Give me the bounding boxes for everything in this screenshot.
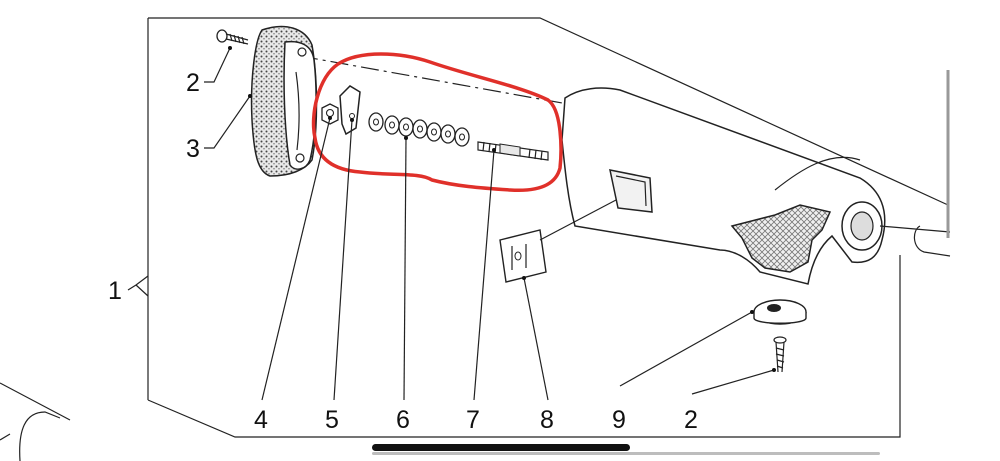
label-9: 9 xyxy=(612,406,626,434)
screw-bottom xyxy=(773,336,787,373)
grip-checkering xyxy=(730,204,832,273)
leader-8 xyxy=(523,277,549,401)
leader-2-bottom xyxy=(691,369,775,395)
label-2-bottom: 2 xyxy=(684,406,698,434)
recoil-pad-face xyxy=(283,40,317,170)
label-5: 5 xyxy=(325,406,339,434)
label-1: 1 xyxy=(108,277,122,305)
stock-body xyxy=(561,87,886,285)
assembly-axis-line xyxy=(299,55,591,109)
screw-top xyxy=(216,29,249,45)
leader-7 xyxy=(473,149,495,401)
home-indicator[interactable] xyxy=(372,444,630,451)
tube-extension xyxy=(879,225,951,257)
recoil-pad-slot xyxy=(295,71,300,151)
leader-6 xyxy=(403,137,407,401)
scroll-track xyxy=(372,452,880,455)
part-8-sling-plate xyxy=(499,229,547,283)
part-5-plate xyxy=(339,85,361,136)
pad-screw-hole-bottom xyxy=(295,153,305,163)
pad-screw-hole-top xyxy=(297,47,307,57)
leader-2-top xyxy=(204,47,231,83)
part-4-nut xyxy=(321,103,339,125)
label-6: 6 xyxy=(396,406,410,434)
label-4: 4 xyxy=(254,406,268,434)
leader-dots xyxy=(228,46,776,372)
leader-9 xyxy=(619,311,753,387)
leader-4 xyxy=(261,117,331,401)
part-9-disc xyxy=(753,299,807,325)
stock-sling-recess xyxy=(609,169,653,213)
part-7-threaded-rod xyxy=(477,141,549,161)
label-3: 3 xyxy=(186,135,200,163)
highlight-outline xyxy=(311,52,563,193)
part-5-plate-hole xyxy=(349,113,355,119)
leader-3 xyxy=(204,95,251,149)
part-6-washer-stack xyxy=(368,112,470,147)
label-7: 7 xyxy=(466,406,480,434)
stock-sling-recess-inner xyxy=(615,175,647,207)
label-2-top: 2 xyxy=(186,69,200,97)
label-8: 8 xyxy=(540,406,554,434)
stock-tube-inner xyxy=(850,211,874,241)
stock-contour-line xyxy=(774,156,861,191)
leader-8-to-stock xyxy=(539,199,617,241)
diagram-frame xyxy=(147,17,949,438)
leader-1 xyxy=(127,275,149,297)
partial-part-outline xyxy=(0,382,71,461)
leader-5 xyxy=(333,119,353,401)
